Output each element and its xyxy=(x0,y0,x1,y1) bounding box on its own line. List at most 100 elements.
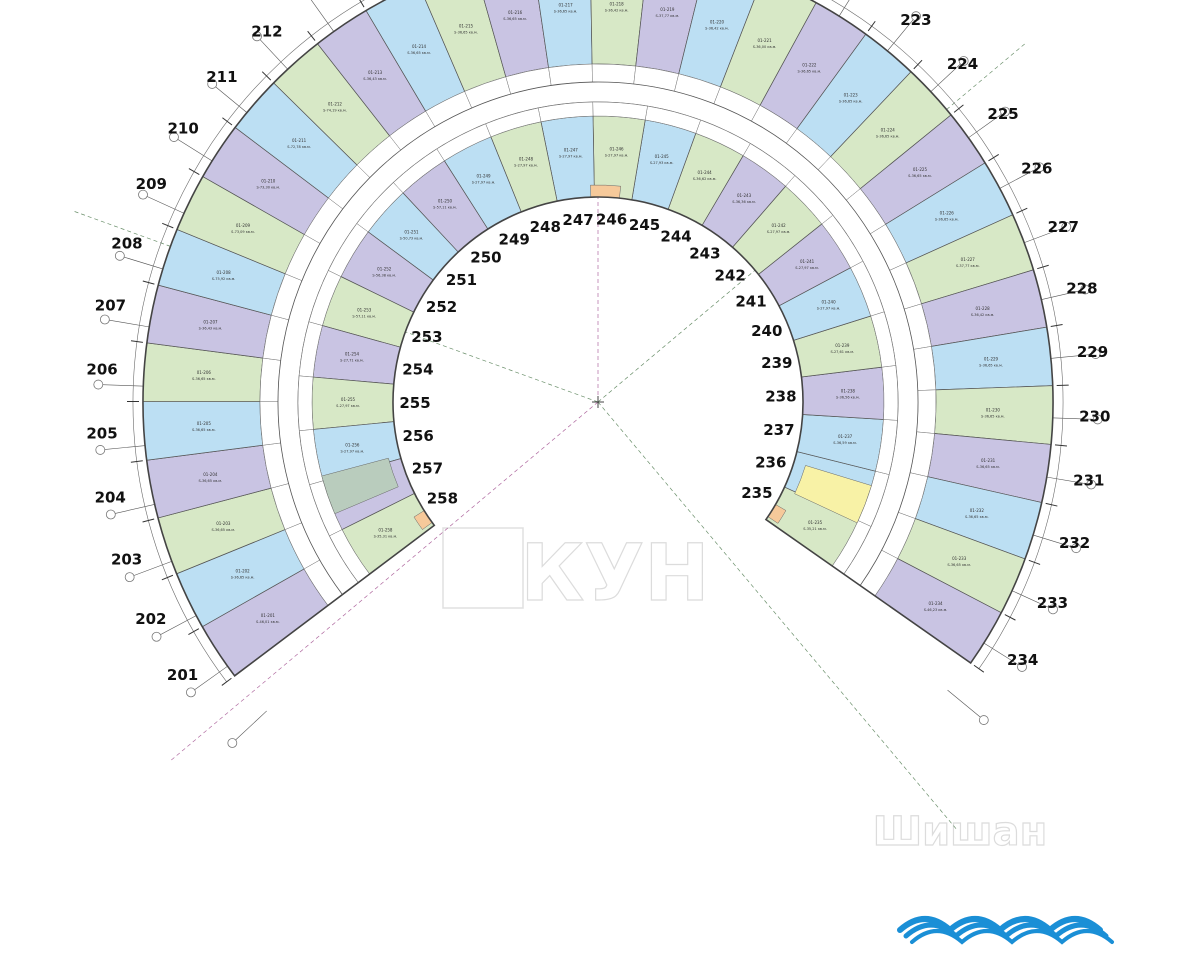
room-code: 01-218 xyxy=(610,1,625,6)
room-number-label: 201 xyxy=(167,666,198,684)
room-code: 01-244 xyxy=(698,170,713,175)
room-code: 01-221 xyxy=(757,38,772,43)
room-area: S-36,65 кв.м. xyxy=(798,69,822,73)
room-area: S-27,97 кв.м. xyxy=(472,181,496,185)
room-code: 01-232 xyxy=(970,508,985,513)
room-area: S-36,59 кв.м. xyxy=(833,441,857,445)
room-code: 01-216 xyxy=(508,10,523,15)
room-code: 01-243 xyxy=(737,193,752,198)
watermark-subtitle: Шишан xyxy=(873,809,1048,855)
room-number-label: 210 xyxy=(167,119,198,137)
room-area: S-36,65 кв.м. xyxy=(198,479,222,483)
room-area: S-27,71 кв.м. xyxy=(340,359,364,363)
room-code: 01-208 xyxy=(217,270,232,275)
room-area: S-36,65 кв.м. xyxy=(976,465,1000,469)
room-area: S-36,65 кв.м. xyxy=(965,515,989,519)
room-area: S-36,42 кв.м. xyxy=(605,8,629,12)
room-number-labels: 2012022032042052062072082092102112122132… xyxy=(86,0,1110,686)
room-area: S-36,65 кв.м. xyxy=(981,414,1005,418)
room-number-label: 209 xyxy=(136,175,167,193)
room-area: S-50,73 кв.м. xyxy=(400,237,424,241)
room-number-label: 252 xyxy=(426,298,457,316)
room-area: S-36,65 кв.м. xyxy=(839,99,863,103)
room-code: 01-224 xyxy=(881,128,896,133)
room-number-label: 226 xyxy=(1021,160,1052,178)
room-number-label: 235 xyxy=(741,484,772,502)
room-area: S-27,97 кв.м. xyxy=(795,266,819,270)
room-code: 01-250 xyxy=(438,198,453,203)
room-area: S-27,97 кв.м. xyxy=(514,164,538,168)
room-number-label: 250 xyxy=(470,248,501,266)
room-code: 01-209 xyxy=(236,223,251,228)
room-number-label: 237 xyxy=(763,421,794,439)
room-area: S-36,65 кв.м. xyxy=(192,377,216,381)
room-number-label: 233 xyxy=(1037,594,1068,612)
room-number-label: 232 xyxy=(1059,534,1090,552)
room-area: S-27,97 кв.м. xyxy=(336,404,360,408)
room-code: 01-247 xyxy=(564,147,579,152)
room-code: 01-254 xyxy=(345,352,360,357)
watermark-logo: КУН xyxy=(520,529,709,619)
room-number-label: 240 xyxy=(751,322,782,340)
room-number-label: 254 xyxy=(402,360,433,378)
room-area: S-27,97 кв.м. xyxy=(341,450,365,454)
room-number-label: 213 xyxy=(302,0,333,1)
room-code: 01-245 xyxy=(655,154,670,159)
room-code: 01-217 xyxy=(559,2,574,7)
room-code: 01-252 xyxy=(377,266,392,271)
room-area: S-36,65 кв.м. xyxy=(192,428,216,432)
room-number-label: 256 xyxy=(403,427,434,445)
room-code: 01-227 xyxy=(961,257,976,262)
room-area: S-36,42 кв.м. xyxy=(705,26,729,30)
room-area: S-36,43 кв.м. xyxy=(363,77,387,81)
room-code: 01-248 xyxy=(519,157,534,162)
room-code: 01-220 xyxy=(710,19,725,24)
room-code: 01-214 xyxy=(412,44,427,49)
room-number-label: 212 xyxy=(251,22,282,40)
room-area: S-36,65 кв.м. xyxy=(876,135,900,139)
room-number-label: 245 xyxy=(629,216,660,234)
room-code: 01-225 xyxy=(913,167,928,172)
room-number-label: 234 xyxy=(1007,651,1038,669)
room-code: 01-240 xyxy=(821,299,836,304)
room-number-label: 229 xyxy=(1077,343,1108,361)
room-number-label: 248 xyxy=(530,218,561,236)
room-number-label: 244 xyxy=(660,227,691,245)
room-area: S-74,19 кв.м. xyxy=(323,108,347,112)
room-code: 01-251 xyxy=(404,230,419,235)
room-area: S-37,77 кв.м. xyxy=(656,14,680,18)
room-code: 01-211 xyxy=(292,138,307,143)
room-area: S-35,21 кв.м. xyxy=(803,527,827,531)
elevator-lobby xyxy=(794,465,872,524)
room-number-label: 211 xyxy=(206,68,237,86)
room-number-label: 231 xyxy=(1073,471,1104,489)
room-code: 01-215 xyxy=(459,24,474,29)
room-code: 01-249 xyxy=(476,174,491,179)
room-number-label: 258 xyxy=(427,489,458,507)
room-area: S-36,00 кв.м. xyxy=(753,45,777,49)
room-number-label: 223 xyxy=(900,11,931,29)
room-code: 01-253 xyxy=(357,307,372,312)
watermark: КУН Шишан xyxy=(442,527,1048,856)
room-area: S-36,65 кв.м. xyxy=(407,51,431,55)
room-area: S-36,65 кв.м. xyxy=(554,9,578,13)
room-number-label: 249 xyxy=(499,230,530,248)
room-number-label: 205 xyxy=(86,425,117,443)
room-area: S-36,42 кв.м. xyxy=(971,313,995,317)
room-area: S-36,65 кв.м. xyxy=(908,174,932,178)
room-number-label: 228 xyxy=(1066,280,1097,298)
room-area: S-36,62 кв.м. xyxy=(693,177,717,181)
room-number-label: 208 xyxy=(111,235,142,253)
